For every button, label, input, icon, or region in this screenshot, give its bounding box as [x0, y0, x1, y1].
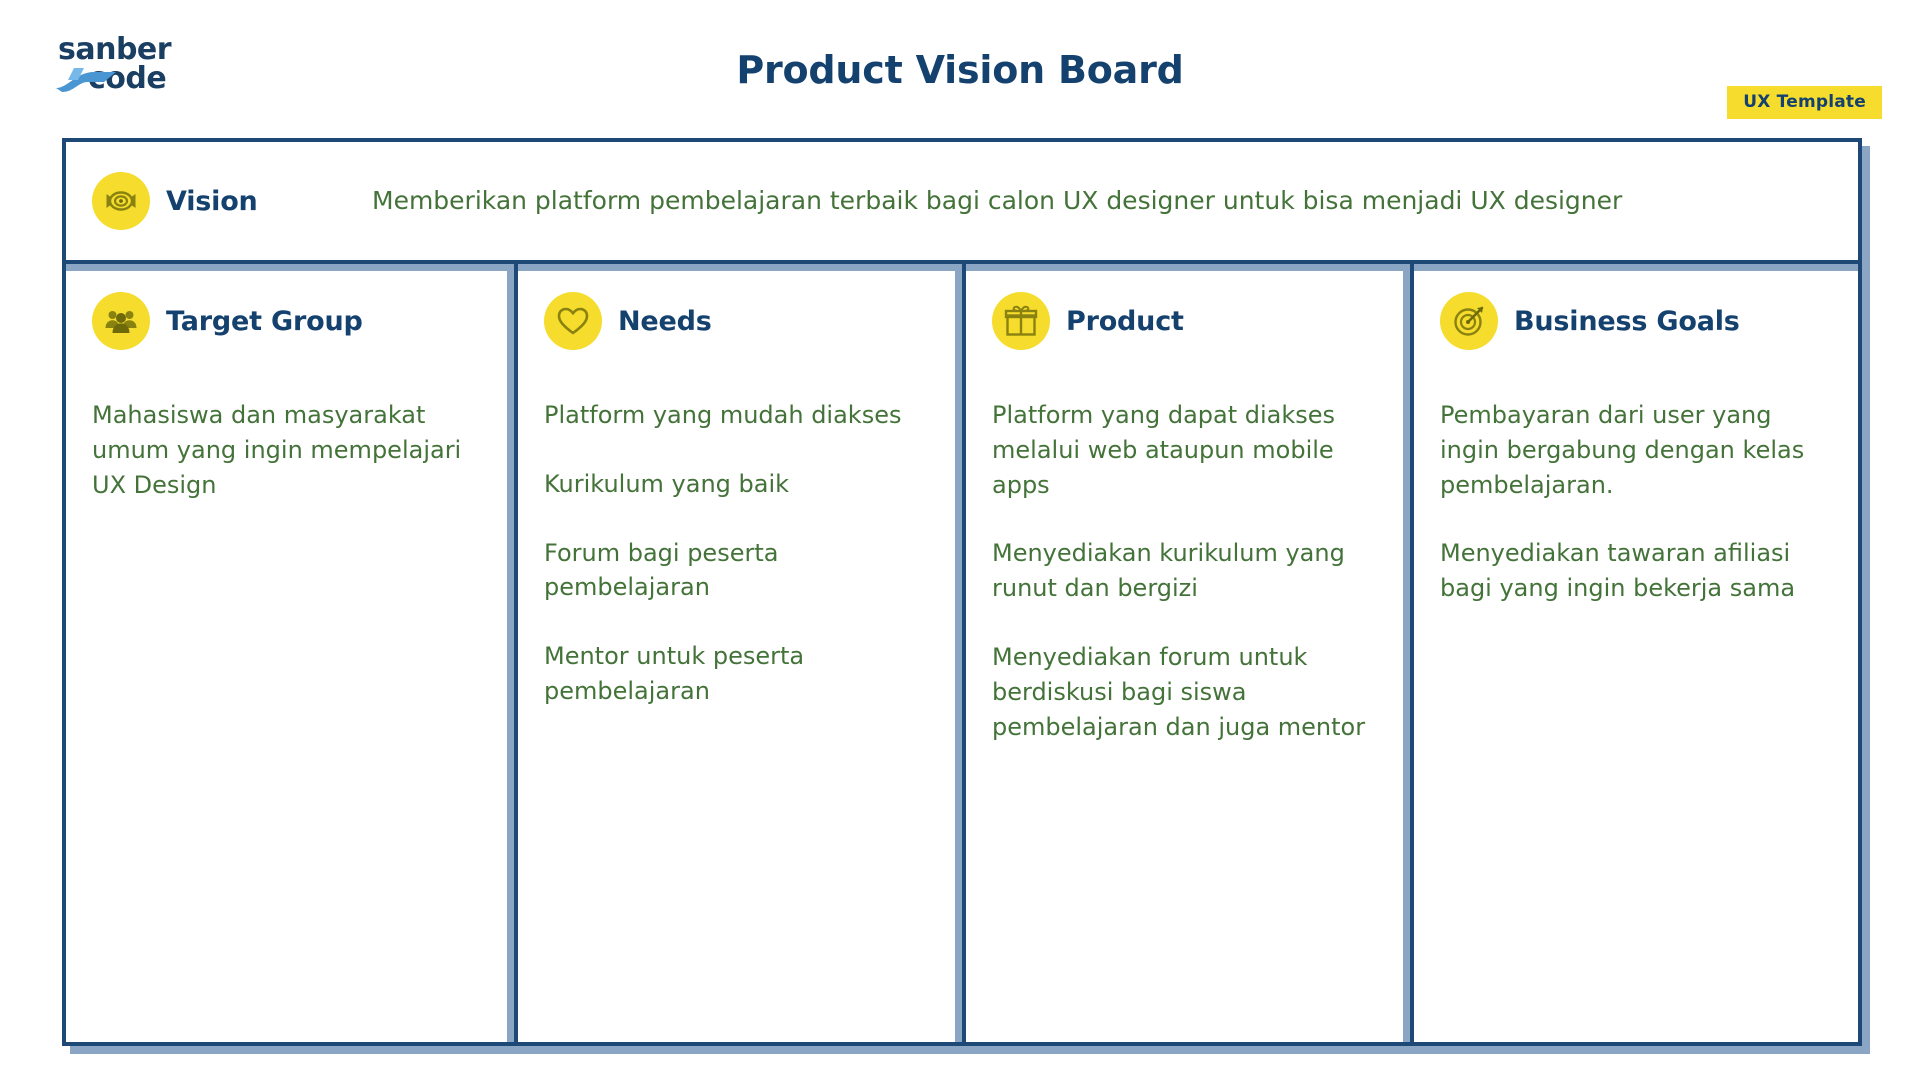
- column-label-business-goals: Business Goals: [1514, 305, 1740, 337]
- logo-swoosh-icon: [56, 68, 116, 92]
- column-target-group: Target Group Mahasiswa dan masyarakat um…: [66, 264, 514, 1042]
- column-label-target-group: Target Group: [166, 305, 363, 337]
- logo-text-sanber: sanber: [58, 32, 172, 67]
- gift-box-icon: [992, 292, 1050, 350]
- vision-header: Vision: [92, 172, 342, 230]
- column-header-business-goals: Business Goals: [1440, 292, 1828, 350]
- list-item: Forum bagi peserta pembelajaran: [544, 538, 779, 602]
- vision-text: Memberikan platform pembelajaran terbaik…: [372, 185, 1623, 215]
- list-item: Platform yang mudah diakses: [544, 401, 902, 429]
- target-bullseye-icon: [92, 172, 150, 230]
- column-body-target-group: Mahasiswa dan masyarakat umum yang ingin…: [92, 398, 484, 502]
- board-columns: Target Group Mahasiswa dan masyarakat um…: [66, 264, 1858, 1042]
- list-item: Platform yang dapat diakses melalui web …: [992, 401, 1336, 499]
- page-title: Product Vision Board: [736, 48, 1184, 92]
- column-label-product: Product: [1066, 305, 1184, 337]
- vision-row: Vision Memberikan platform pembelajaran …: [66, 142, 1858, 271]
- column-body-product: Platform yang dapat diakses melalui web …: [992, 398, 1380, 744]
- ux-template-badge: UX Template: [1727, 86, 1882, 119]
- column-business-goals: Business Goals Pembayaran dari user yang…: [1403, 264, 1858, 1042]
- list-item: Kurikulum yang baik: [544, 469, 790, 498]
- vision-board: Vision Memberikan platform pembelajaran …: [62, 138, 1870, 1054]
- column-label-needs: Needs: [618, 305, 712, 337]
- heart-icon: [544, 292, 602, 350]
- list-item: Menyediakan tawaran afiliasi bagi yang i…: [1440, 539, 1796, 603]
- column-header-target-group: Target Group: [92, 292, 484, 350]
- column-product: Product Platform yang dapat diakses mela…: [955, 264, 1410, 1042]
- page-header: sanber code Product Vision Board UX Temp…: [0, 0, 1920, 120]
- board-frame: Vision Memberikan platform pembelajaran …: [62, 138, 1862, 1046]
- list-item: Mahasiswa dan masyarakat umum yang ingin…: [92, 401, 462, 499]
- column-body-needs: Platform yang mudah diakses Kurikulum ya…: [544, 398, 932, 709]
- people-group-icon: [92, 292, 150, 350]
- sanbercode-logo: sanber code: [56, 32, 176, 98]
- list-item: Pembayaran dari user yang ingin bergabun…: [1440, 401, 1805, 499]
- column-body-business-goals: Pembayaran dari user yang ingin bergabun…: [1440, 398, 1828, 606]
- vision-label: Vision: [166, 185, 258, 217]
- list-item: Mentor untuk peserta pembelajaran: [544, 642, 805, 705]
- column-needs: Needs Platform yang mudah diakses Kuriku…: [507, 264, 962, 1042]
- column-header-product: Product: [992, 292, 1380, 350]
- column-header-needs: Needs: [544, 292, 932, 350]
- dartboard-arrow-icon: [1440, 292, 1498, 350]
- list-item: Menyediakan kurikulum yang runut dan ber…: [992, 539, 1345, 603]
- list-item: Menyediakan forum untuk berdiskusi bagi …: [992, 642, 1366, 741]
